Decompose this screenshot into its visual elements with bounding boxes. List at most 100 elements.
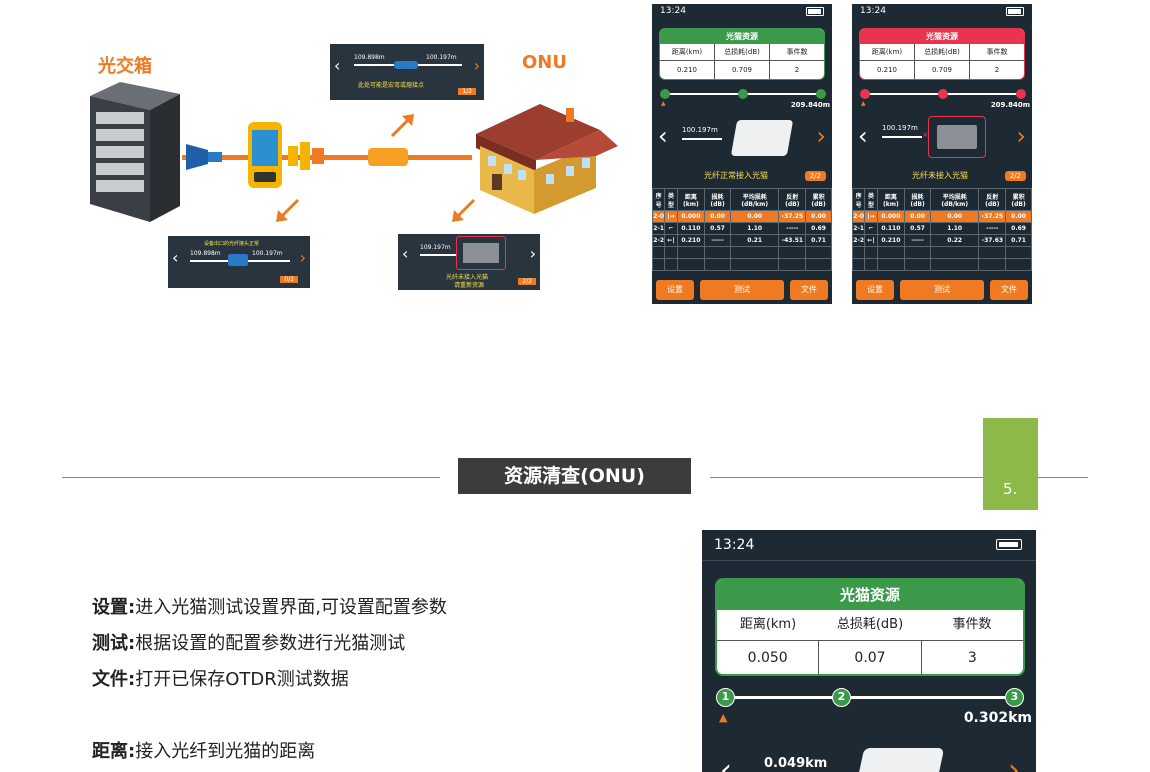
callout-top-left-dist: 109.898m	[354, 54, 385, 61]
cell: 2-2	[852, 234, 866, 247]
header-distance: 距离(km)	[739, 617, 797, 632]
event-dot-3[interactable]	[816, 89, 826, 99]
cell: 0.210	[676, 234, 706, 247]
status-bar: 13:24	[852, 4, 1032, 18]
desc-text: 进入光猫测试设置界面,可设置配置参数	[135, 597, 447, 618]
cell: -43.51	[778, 234, 807, 247]
header-loss: 总损耗(dB)	[915, 44, 970, 60]
battery-icon	[1006, 6, 1024, 16]
file-button[interactable]: 文件	[790, 280, 828, 300]
callout-right-dist: 109.197m	[420, 244, 451, 251]
value-loss: 0.709	[915, 61, 970, 79]
arrow-down-left-1	[276, 198, 300, 222]
summary-card: 光猫资源 距离(km) 总损耗(dB) 事件数 0.210 0.709 2	[659, 28, 825, 80]
th-index: 序号	[652, 188, 666, 211]
callout-top-msg: 此处可能是宏弯或熔接点	[358, 82, 425, 89]
cell: 0.69	[1005, 222, 1032, 235]
cell: 0.000	[676, 210, 706, 223]
card-values: 0.210 0.709 2	[660, 60, 824, 79]
value-loss: 0.07	[819, 641, 922, 674]
chevron-right-icon[interactable]: ›	[1016, 122, 1026, 150]
cell: 2-1	[652, 222, 666, 235]
cell: 0.00	[904, 210, 931, 223]
phone-screen-large: 13:24 光猫资源 距离(km) 总损耗(dB) 事件数 0.050 0.07…	[702, 530, 1036, 772]
header-loss: 总损耗(dB)	[836, 617, 904, 632]
cell: 1.10	[929, 222, 980, 235]
cell: -----	[704, 234, 731, 247]
clock: 13:24	[860, 6, 886, 16]
chevron-left-icon[interactable]: ‹	[658, 122, 668, 150]
chevron-right-icon: ›	[299, 248, 306, 267]
value-distance: 0.050	[717, 641, 820, 674]
header-distance: 距离(km)	[660, 44, 715, 60]
th-cumulative: 累积(dB)	[1005, 188, 1032, 211]
cell: 2-0	[652, 210, 666, 223]
event-dot-1[interactable]	[860, 89, 870, 99]
cell: -----	[778, 222, 807, 235]
section-rule-right	[710, 477, 1088, 478]
th-distance: 距离(km)	[676, 188, 706, 211]
page-indicator: 2/2	[1004, 171, 1026, 181]
event-dot-2[interactable]: 2	[832, 688, 851, 707]
clock: 13:24	[714, 537, 755, 553]
chevron-right-icon[interactable]: ›	[1008, 753, 1020, 772]
end-distance: 209.840m	[790, 101, 830, 109]
event-dot-2[interactable]	[938, 89, 948, 99]
chevron-left-icon[interactable]: ‹	[720, 753, 732, 772]
callout-left-connector	[228, 254, 248, 266]
callout-top-sleeve	[394, 61, 418, 69]
arrow-down-left-2	[452, 198, 476, 222]
desc-text: 根据设置的配置参数进行光猫测试	[135, 633, 406, 654]
cell: 0.71	[805, 234, 832, 247]
desc-test: 测试:根据设置的配置参数进行光猫测试	[92, 629, 405, 655]
onu-device-icon	[456, 236, 506, 270]
header-events: 事件数	[952, 617, 992, 632]
onu-device-icon	[855, 748, 945, 772]
callout-left: 设备出口的光纤接头正常 ‹ › 109.898m 100.197m 0/2	[168, 236, 310, 288]
chevron-right-icon[interactable]: ›	[816, 122, 826, 150]
cursor-marker-icon: ▲	[661, 100, 666, 107]
cell: ⌐	[864, 222, 878, 235]
settings-button[interactable]: 设置	[856, 280, 894, 300]
settings-button[interactable]: 设置	[656, 280, 694, 300]
cell: 0.00	[805, 210, 832, 223]
cell: 0.71	[1005, 234, 1032, 247]
event-dot-2[interactable]	[738, 89, 748, 99]
chevron-right-icon: ›	[529, 244, 536, 263]
trace-distance: 100.197m	[882, 124, 918, 132]
event-dot-3[interactable]: 3	[1005, 688, 1024, 707]
event-dot-1[interactable]	[660, 89, 670, 99]
card-headers: 距离(km) 总损耗(dB) 事件数	[717, 610, 1023, 640]
desc-term: 文件:	[92, 669, 136, 690]
test-button[interactable]: 测试	[700, 280, 784, 300]
event-dot-1[interactable]: 1	[716, 688, 735, 707]
break-mark-icon: ×	[922, 130, 929, 139]
end-distance: 0.302km	[963, 710, 1032, 726]
section-number-tab: 5.	[983, 418, 1038, 510]
chevron-left-icon: ‹	[172, 248, 179, 267]
chevron-right-icon: ›	[473, 56, 480, 75]
cell: |→	[664, 210, 678, 223]
card-headers: 距离(km) 总损耗(dB) 事件数	[860, 44, 1024, 60]
cell: 2-2	[652, 234, 666, 247]
desc-term: 设置:	[92, 597, 136, 618]
end-distance: 209.840m	[990, 101, 1030, 109]
event-dot-3[interactable]	[1016, 89, 1026, 99]
event-table-header: 序号 类型 距离(km) 损耗(dB) 平均损耗(dB/km) 反射(dB) 累…	[652, 188, 832, 211]
cabinet-illustration	[90, 82, 180, 222]
phone-screen-normal: 13:24 光猫资源 距离(km) 总损耗(dB) 事件数 0.210 0.70…	[652, 4, 832, 304]
chevron-left-icon[interactable]: ‹	[858, 122, 868, 150]
cell: 0.57	[904, 222, 931, 235]
file-button[interactable]: 文件	[990, 280, 1028, 300]
test-button[interactable]: 测试	[900, 280, 984, 300]
onu-device-icon	[928, 116, 986, 158]
cursor-marker-icon: ▲	[861, 100, 866, 107]
desc-distance: 距离:接入光纤到光猫的距离	[92, 737, 315, 763]
value-distance: 0.210	[860, 61, 915, 79]
